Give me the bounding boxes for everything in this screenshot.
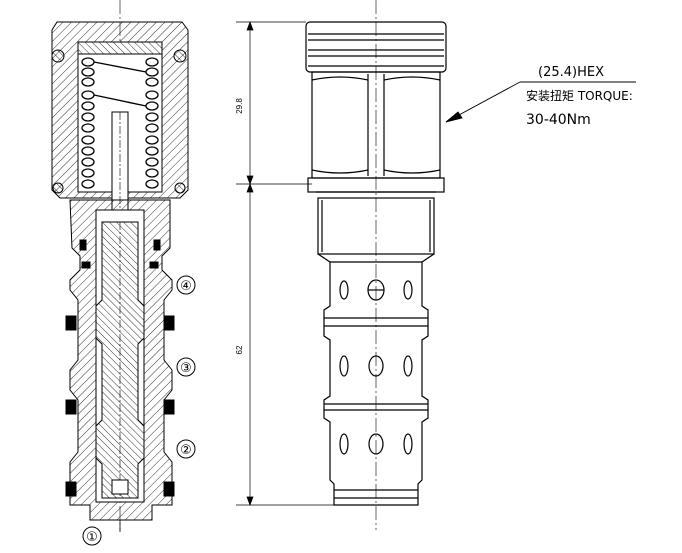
annotation-leader (445, 81, 636, 123)
torque-value: 30-40Nm (526, 112, 591, 128)
port-hole (339, 355, 349, 377)
port-label-1: ① (86, 530, 98, 545)
thread-section (317, 197, 435, 255)
o-ring-top-left (51, 49, 65, 63)
o-ring-mid-right (174, 182, 186, 194)
o-ring-mid-left (52, 182, 64, 194)
sleeve-outline (323, 262, 429, 506)
port-label-4: ④ (180, 279, 192, 294)
dimension-upper: 29.8 (235, 98, 244, 114)
port-labels (82, 275, 196, 546)
o-ring-top-right (173, 49, 187, 63)
port-label-3: ③ (180, 361, 192, 376)
port-hole (368, 355, 384, 377)
port-hole (403, 355, 413, 377)
port-hole (339, 433, 349, 455)
port-hole (403, 280, 413, 300)
port-hole (403, 433, 413, 455)
hex-size-label: (25.4)HEX (538, 65, 604, 80)
port-label-2: ② (180, 443, 192, 458)
section-view (51, 0, 189, 532)
port-hole (339, 280, 349, 300)
torque-label: 安装扭矩 TORQUE: (526, 88, 633, 103)
exterior-view (305, 0, 447, 530)
sleeve-o-rings (65, 239, 175, 497)
dimension-lines (236, 21, 334, 506)
dimension-lower: 62 (235, 345, 244, 354)
port-hole (368, 433, 384, 455)
